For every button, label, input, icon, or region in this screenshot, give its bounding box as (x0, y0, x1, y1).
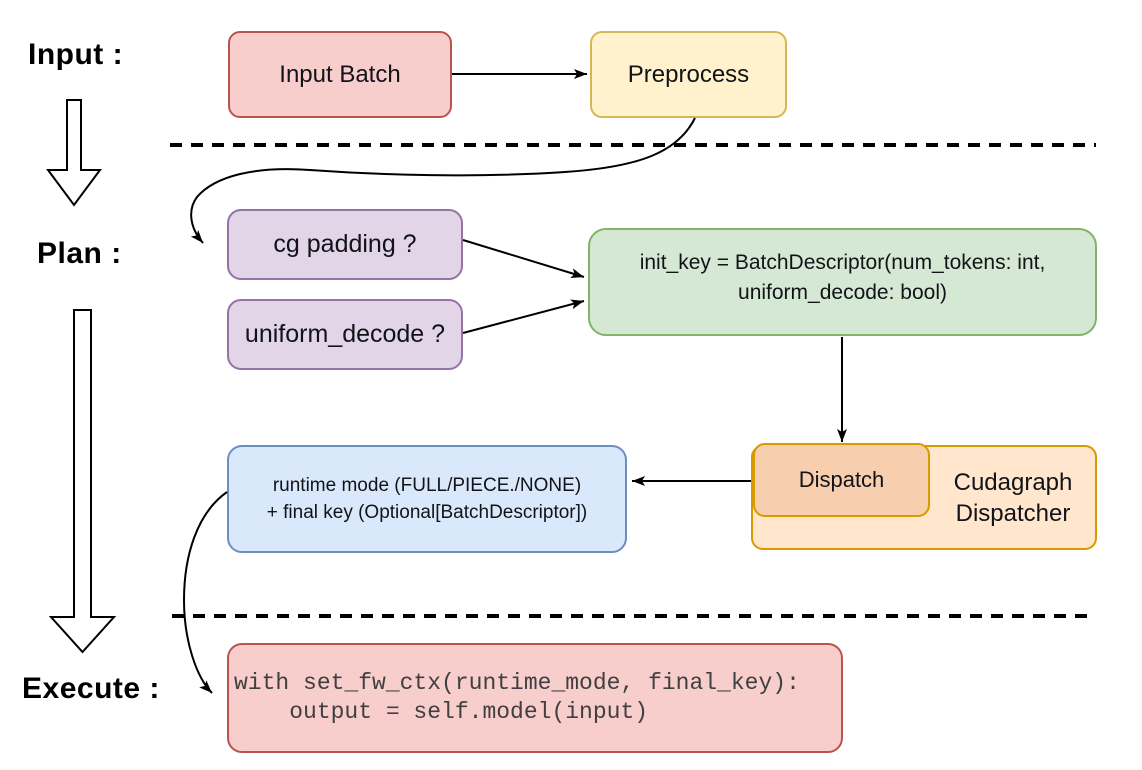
node-cg-padding: cg padding ? (227, 209, 463, 280)
flow-down-arrow-plan-to-execute (48, 309, 117, 654)
node-init-key: init_key = BatchDescriptor(num_tokens: i… (588, 228, 1097, 336)
node-input-batch: Input Batch (228, 31, 452, 118)
node-init-key-line2: uniform_decode: bool) (738, 281, 947, 304)
flow-down-arrow-input-to-plan (46, 99, 102, 207)
node-runtime-mode: runtime mode (FULL/PIECE./NONE) + final … (227, 445, 627, 553)
node-preprocess: Preprocess (590, 31, 787, 118)
node-cg-padding-label: cg padding ? (273, 230, 417, 258)
node-uniform-decode-label: uniform_decode ? (244, 320, 446, 348)
node-cudagraph-dispatcher-label: Cudagraph Dispatcher (935, 447, 1091, 548)
node-init-key-line1: init_key = BatchDescriptor(num_tokens: i… (639, 251, 1046, 274)
node-execute-code-line1: with set_fw_ctx(runtime_mode, final_key)… (234, 670, 800, 696)
node-cudagraph-line2: Dispatcher (955, 499, 1071, 527)
node-execute-code: with set_fw_ctx(runtime_mode, final_key)… (227, 643, 843, 753)
node-dispatch: Dispatch (753, 443, 930, 517)
stage-label-input: Input : (28, 38, 124, 71)
node-runtime-mode-line1: runtime mode (FULL/PIECE./NONE) (272, 475, 582, 496)
node-cudagraph-line1: Cudagraph (953, 468, 1073, 496)
stage-label-plan: Plan : (37, 237, 122, 270)
arrow-uniform-decode-to-init-key (462, 299, 585, 334)
node-uniform-decode: uniform_decode ? (227, 299, 463, 370)
arrow-cg-padding-to-init-key (462, 239, 585, 278)
node-dispatch-label: Dispatch (798, 467, 885, 492)
arrow-runtime-mode-to-execute-code (182, 491, 228, 694)
node-runtime-mode-line2: + final key (Optional[BatchDescriptor]) (266, 502, 588, 523)
stage-label-execute: Execute : (22, 672, 160, 705)
node-execute-code-line2: output = self.model(input) (234, 699, 649, 725)
node-input-batch-label: Input Batch (279, 60, 401, 88)
node-preprocess-label: Preprocess (627, 60, 750, 88)
